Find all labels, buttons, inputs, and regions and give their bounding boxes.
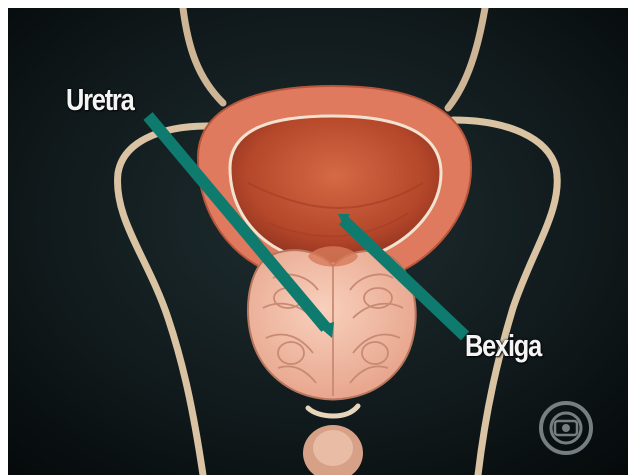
label-bexiga: Bexiga	[465, 328, 541, 364]
anatomy-illustration: Uretra Bexiga	[8, 8, 628, 475]
label-uretra: Uretra	[66, 82, 134, 118]
illustration-canvas	[8, 8, 628, 475]
